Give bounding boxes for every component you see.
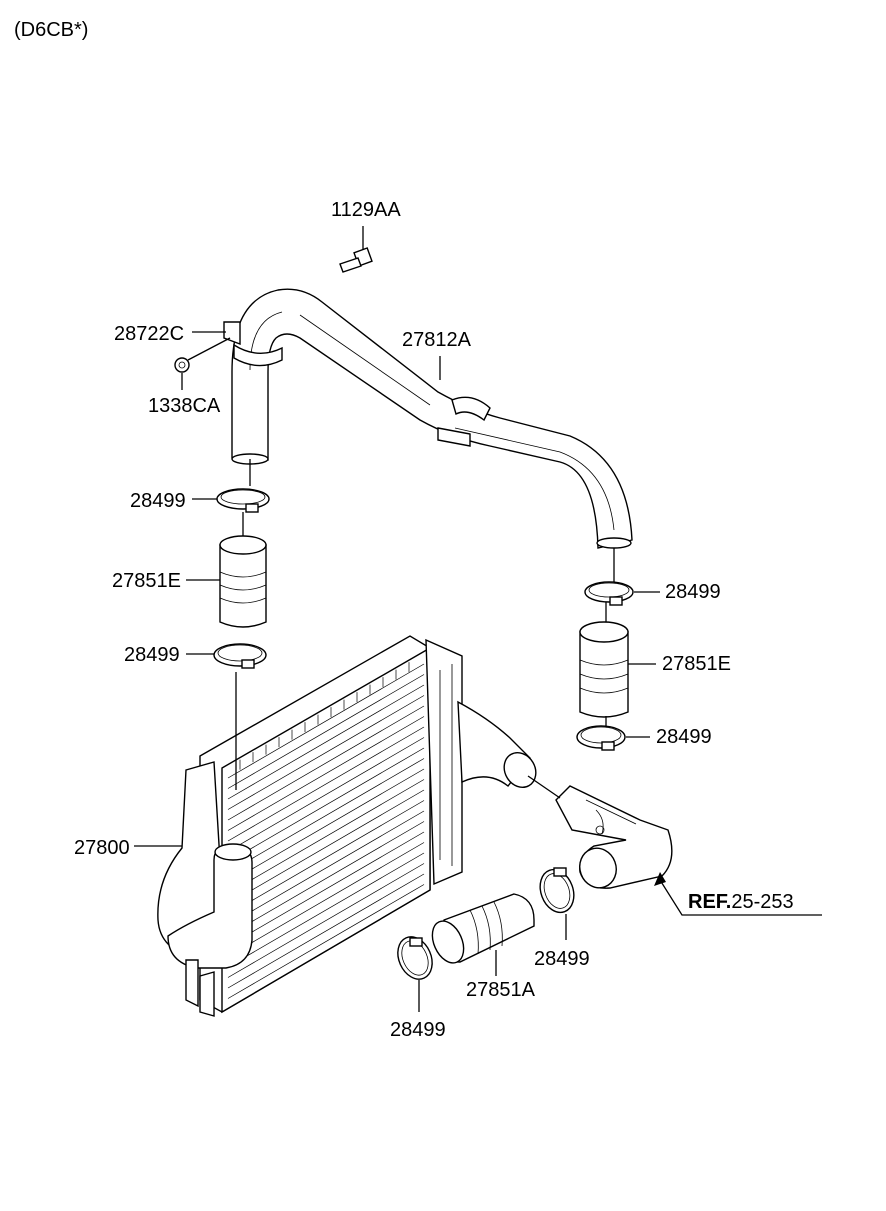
hose-clamp-left-upper[interactable] [216,488,270,513]
label-1129AA: 1129AA [331,199,401,221]
hose-27851E-right[interactable] [579,621,629,718]
label-28499-clamp-2: 28499 [124,644,180,666]
fin-line [227,831,425,947]
label-28499-clamp-1: 28499 [130,490,186,512]
label-28499-clamp-4: 28499 [656,726,712,748]
hose-27851E-left[interactable] [219,535,267,628]
bolt-1129AA[interactable] [339,226,373,273]
fin-line [227,884,425,999]
ref-25-253-assembly[interactable] [555,785,673,893]
fin-line [227,863,425,978]
pipe-bracket [223,321,241,346]
fin-line [227,674,425,789]
intercooler-fins [227,662,425,999]
label-1338CA: 1338CA [148,395,221,417]
label-27800: 27800 [74,837,130,859]
label-28499-clamp-3: 28499 [665,581,721,603]
ref-number-text: 25-253 [731,891,793,913]
fin-line [227,737,425,852]
label-27812A: 27812A [402,329,472,351]
fin-line [227,716,425,831]
fin-line [227,726,425,842]
fin-line [227,789,425,905]
label-28499-clamp-5: 28499 [534,948,590,970]
hose-clamp-bottom-right[interactable] [534,865,579,917]
fin-line [227,821,425,936]
fin-line [227,779,425,894]
connector-line [527,775,561,799]
fin-line [227,852,425,968]
fin-line [227,810,425,926]
fin-line [227,842,425,957]
label-28499-clamp-6: 28499 [390,1019,446,1041]
intercooler-27800[interactable] [157,635,542,1017]
hose-clamp-left-lower[interactable] [213,643,267,669]
fin-line [227,768,425,884]
label-27851A: 27851A [466,979,536,1001]
hose-clamp-right-lower[interactable] [576,725,626,751]
ref-bold-text: REF. [688,891,731,913]
hose-clamp-bottom-left[interactable] [391,931,438,984]
fin-line [227,684,425,800]
fin-line [227,758,425,873]
label-28722C: 28722C [114,323,184,345]
label-27851E-right: 27851E [662,653,731,675]
leader-lines [134,331,822,1012]
hose-clamp-right-upper[interactable] [584,581,634,606]
variant-label: (D6CB*) [14,19,88,41]
hose-27851A[interactable] [426,893,535,968]
fin-line [227,695,425,810]
fin-line [227,800,425,915]
fin-line [227,705,425,821]
label-27851E-left: 27851E [112,570,181,592]
ref-label: REF.25-253 [688,891,794,913]
fin-line [227,873,425,989]
fin-line [227,663,425,779]
fin-line [227,747,425,863]
nut-1338CA[interactable] [174,357,190,373]
